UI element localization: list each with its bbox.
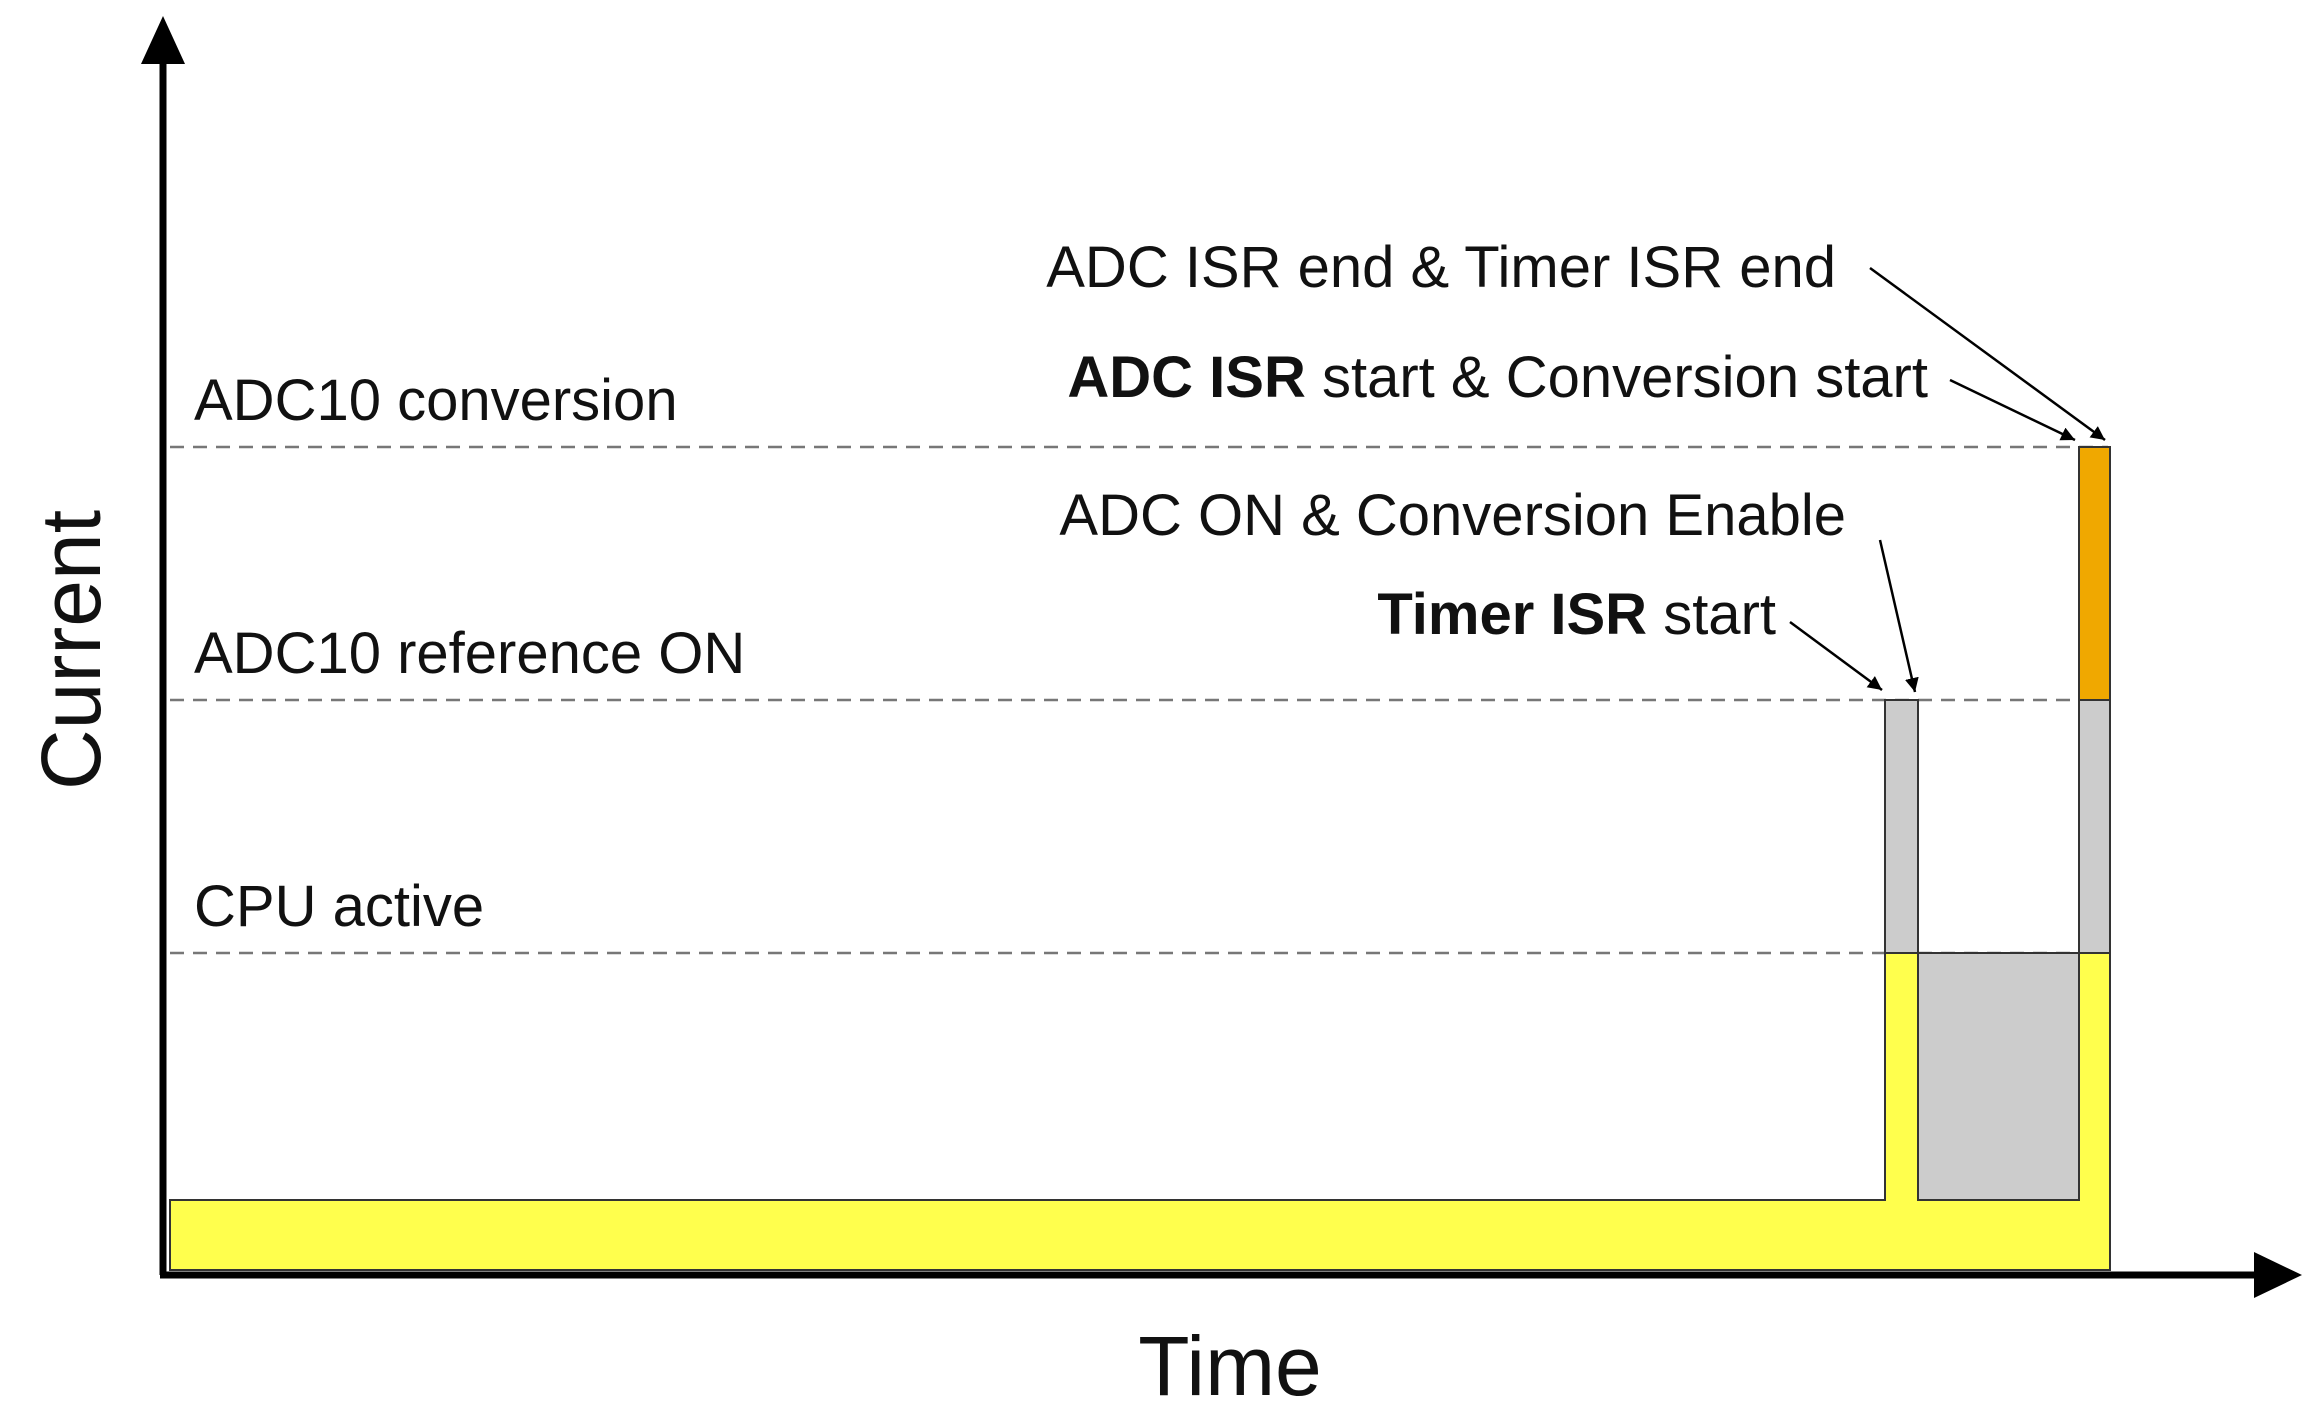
x-axis-label: Time bbox=[1138, 1319, 1322, 1413]
annotation-timer-isr-keyword: Timer ISR bbox=[1377, 582, 1647, 647]
y-axis-arrowhead bbox=[141, 16, 185, 64]
annotation-adc-isr-rest: start & Conversion start bbox=[1306, 345, 1928, 410]
cpu-current-area bbox=[169, 952, 2111, 1271]
arrow-adc-isr-start bbox=[1949, 378, 2076, 442]
x-axis-arrowhead bbox=[2254, 1252, 2302, 1298]
adc-isr-reference-bar bbox=[2078, 699, 2111, 954]
annotation-isr-end: ADC ISR end & Timer ISR end bbox=[1046, 235, 1836, 300]
arrow-adc-on bbox=[1878, 539, 1919, 693]
annotation-adc-isr-start: ADC ISR start & Conversion start bbox=[1067, 345, 1928, 410]
arrow-isr-end bbox=[1869, 266, 2106, 442]
annotation-adc-on: ADC ON & Conversion Enable bbox=[1059, 483, 1846, 548]
arrow-timer-isr bbox=[1789, 620, 1883, 692]
reference-settling-block bbox=[1917, 952, 2080, 1201]
level-label-reference-on: ADC10 reference ON bbox=[194, 621, 745, 686]
annotation-timer-isr-rest: start bbox=[1647, 582, 1776, 647]
level-label-adc-conversion: ADC10 conversion bbox=[194, 368, 678, 433]
timer-isr-reference-bar bbox=[1884, 699, 1919, 954]
y-axis-label: Current bbox=[24, 510, 118, 790]
adc-conversion-bar bbox=[2078, 446, 2111, 701]
level-label-cpu-active: CPU active bbox=[194, 874, 484, 939]
annotation-adc-isr-keyword: ADC ISR bbox=[1067, 345, 1305, 410]
annotation-timer-isr-start: Timer ISR start bbox=[1377, 582, 1776, 647]
